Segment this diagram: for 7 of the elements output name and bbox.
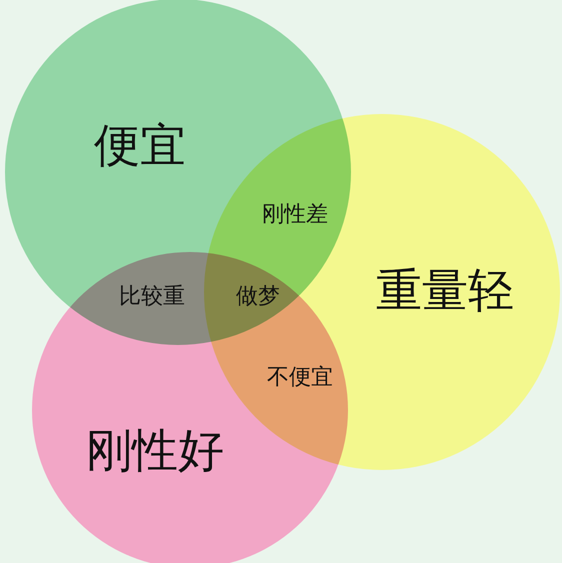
set-label: 刚性好 [86, 427, 224, 473]
overlap-label: 刚性差 [262, 204, 328, 226]
set-label: 便宜 [94, 122, 186, 168]
overlap-label: 做梦 [236, 286, 280, 308]
overlap-label: 比较重 [119, 286, 185, 308]
set-label: 重量轻 [376, 267, 514, 313]
overlap-label: 不便宜 [267, 367, 333, 389]
